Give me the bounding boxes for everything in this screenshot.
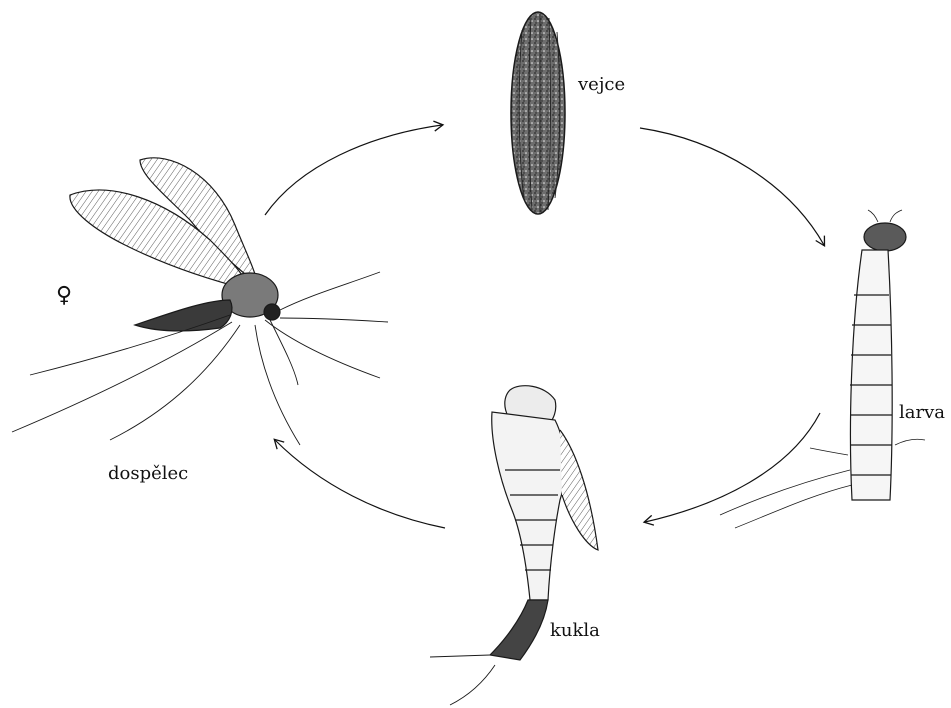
stage-label-larva: larva — [899, 402, 945, 423]
stage-label-adult: dospělec — [108, 463, 188, 484]
stage-label-pupa: kukla — [550, 620, 600, 641]
egg-illustration — [511, 12, 565, 214]
arrow-pupa-to-adult — [275, 440, 445, 528]
female-symbol-icon: ♀ — [56, 283, 72, 308]
stage-label-egg: vejce — [578, 74, 625, 95]
larva-illustration — [720, 210, 925, 528]
arrow-larva-to-pupa — [645, 413, 820, 522]
pupa-illustration — [430, 386, 598, 705]
arrow-egg-to-larva — [640, 128, 824, 245]
arrow-adult-to-egg — [265, 125, 442, 215]
